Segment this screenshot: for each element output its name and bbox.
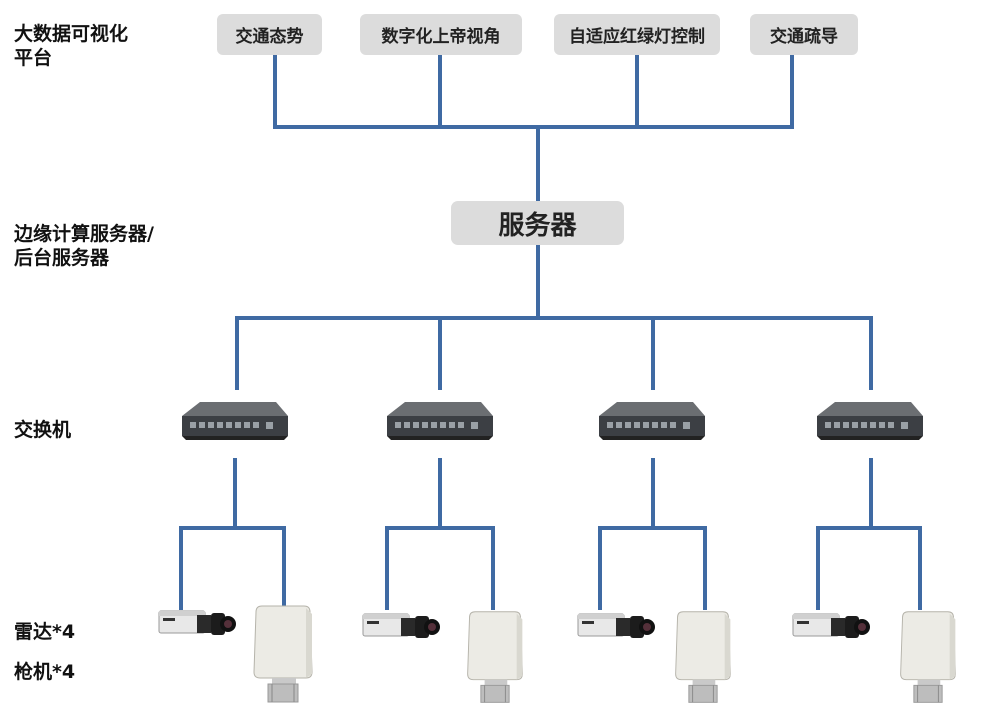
app-box-traffic-situation: 交通态势 (217, 14, 322, 55)
layer-label-edge: 边缘计算服务器/后台服务器 (14, 223, 154, 269)
radar-sensor-icon (675, 611, 731, 703)
app-box-adaptive-traffic-light: 自适应红绿灯控制 (554, 14, 720, 55)
app-box-traffic-guidance: 交通疏导 (750, 14, 858, 55)
network-switch-icon (387, 402, 493, 440)
server-box: 服务器 (451, 201, 624, 245)
layer-label-platform: 大数据可视化平台 (14, 23, 129, 69)
network-switch-icon (817, 402, 923, 440)
bullet-camera-icon (577, 613, 655, 638)
bullet-camera-icon (362, 613, 440, 638)
layer-label-radar: 雷达*4 (14, 621, 76, 643)
radar-sensor-icon (467, 611, 523, 703)
bullet-camera-icon (158, 610, 236, 635)
app-box-digital-god-view: 数字化上帝视角 (360, 14, 522, 55)
network-switch-icon (599, 402, 705, 440)
radar-sensor-icon (253, 605, 313, 703)
network-switch-icon (182, 402, 288, 440)
layer-label-switch: 交换机 (14, 419, 72, 441)
bullet-camera-icon (792, 613, 870, 638)
radar-sensor-icon (900, 611, 956, 703)
layer-label-camera: 枪机*4 (14, 661, 76, 683)
